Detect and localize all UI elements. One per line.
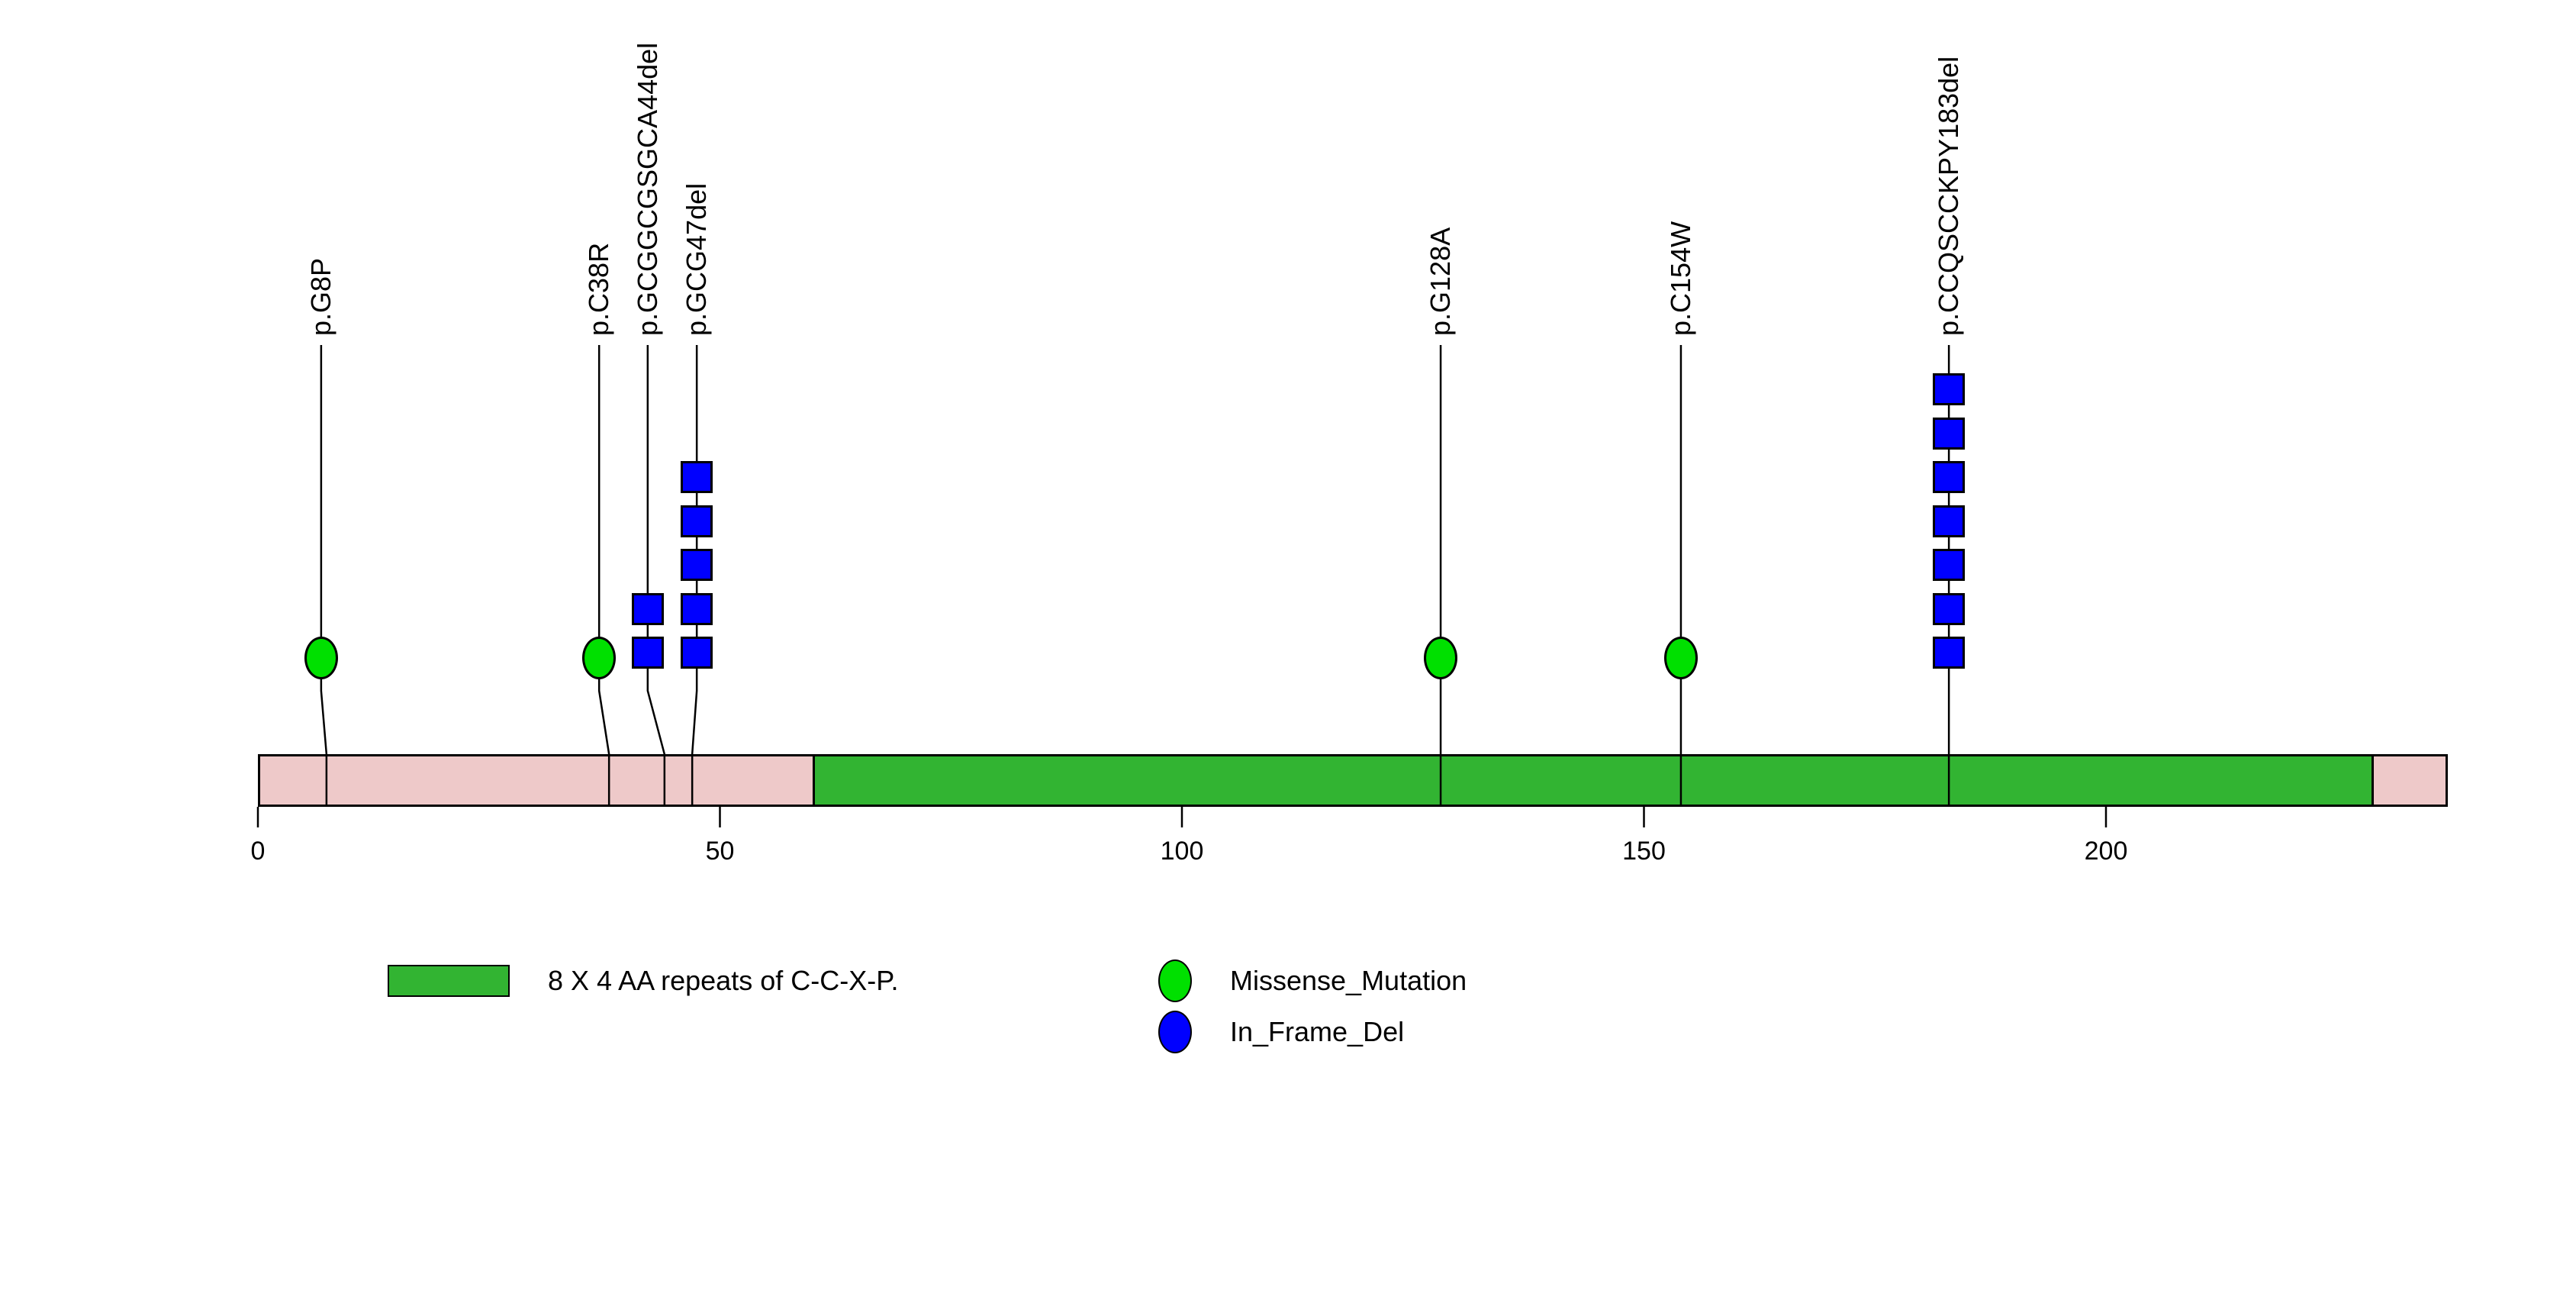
in-frame-del-legend-label: In_Frame_Del [1230,1016,1405,1047]
mutation-label: p.G8P [304,257,336,336]
stem-line [320,345,328,807]
missense-mutation-marker[interactable] [304,637,338,679]
in-frame-del-marker[interactable] [1933,505,1966,537]
in-frame-del-legend-marker [1158,1011,1192,1053]
domain-rect [812,754,2375,807]
in-frame-del-marker[interactable] [1933,592,1966,625]
missense-mutation-marker[interactable] [1424,637,1458,679]
axis-tick-label: 0 [250,837,266,866]
in-frame-del-marker[interactable] [681,637,713,669]
axis-tick-label: 200 [2084,837,2128,866]
missense-mutation-legend-label: Missense_Mutation [1230,965,1467,996]
mutation-label: p.C154W [1664,221,1696,336]
axis-tick-label: 100 [1160,837,1204,866]
axis-tick-label: 150 [1622,837,1666,866]
in-frame-del-marker[interactable] [681,505,713,537]
mutation-label: p.CCQSCCKPY183del [1933,56,1965,336]
in-frame-del-marker[interactable] [631,637,664,669]
in-frame-del-marker[interactable] [631,592,664,625]
in-frame-del-marker[interactable] [681,549,713,581]
in-frame-del-marker[interactable] [1933,637,1966,669]
missense-mutation-marker[interactable] [1663,637,1698,679]
missense-mutation-legend-marker [1158,959,1192,1002]
domain-legend-swatch [388,965,510,997]
missense-mutation-marker[interactable] [582,637,617,679]
domain-legend-label: 8 X 4 AA repeats of C-C-X-P. [548,965,899,996]
mutation-label: p.C38R [583,242,615,336]
mutation-label: p.GCGGCGSGCA44del [631,42,663,336]
axis-tick-label: 50 [705,837,735,866]
in-frame-del-marker[interactable] [681,461,713,493]
mutation-label: p.G128A [1425,227,1457,336]
in-frame-del-marker[interactable] [1933,549,1966,581]
in-frame-del-marker[interactable] [1933,417,1966,450]
stem-line [597,345,610,807]
in-frame-del-marker[interactable] [681,592,713,625]
in-frame-del-marker[interactable] [1933,461,1966,493]
mutation-label: p.GCG47del [681,182,713,336]
stem-line [646,345,666,807]
in-frame-del-marker[interactable] [1933,373,1966,405]
